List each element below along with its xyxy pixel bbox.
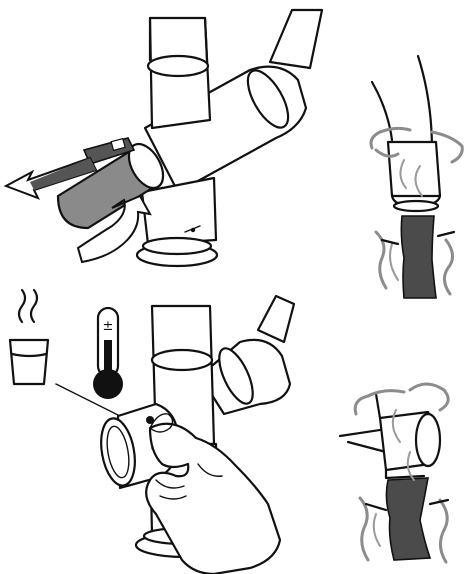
faucet-top-illustration — [6, 10, 322, 266]
steaming-spout-bottom — [340, 384, 448, 562]
faucet-bottom-illustration — [96, 296, 294, 574]
thermometer-mark: ± — [103, 319, 114, 334]
thermometer-icon: ± — [93, 308, 123, 399]
steaming-spout-top — [371, 56, 462, 298]
steaming-cup-icon — [10, 290, 48, 384]
